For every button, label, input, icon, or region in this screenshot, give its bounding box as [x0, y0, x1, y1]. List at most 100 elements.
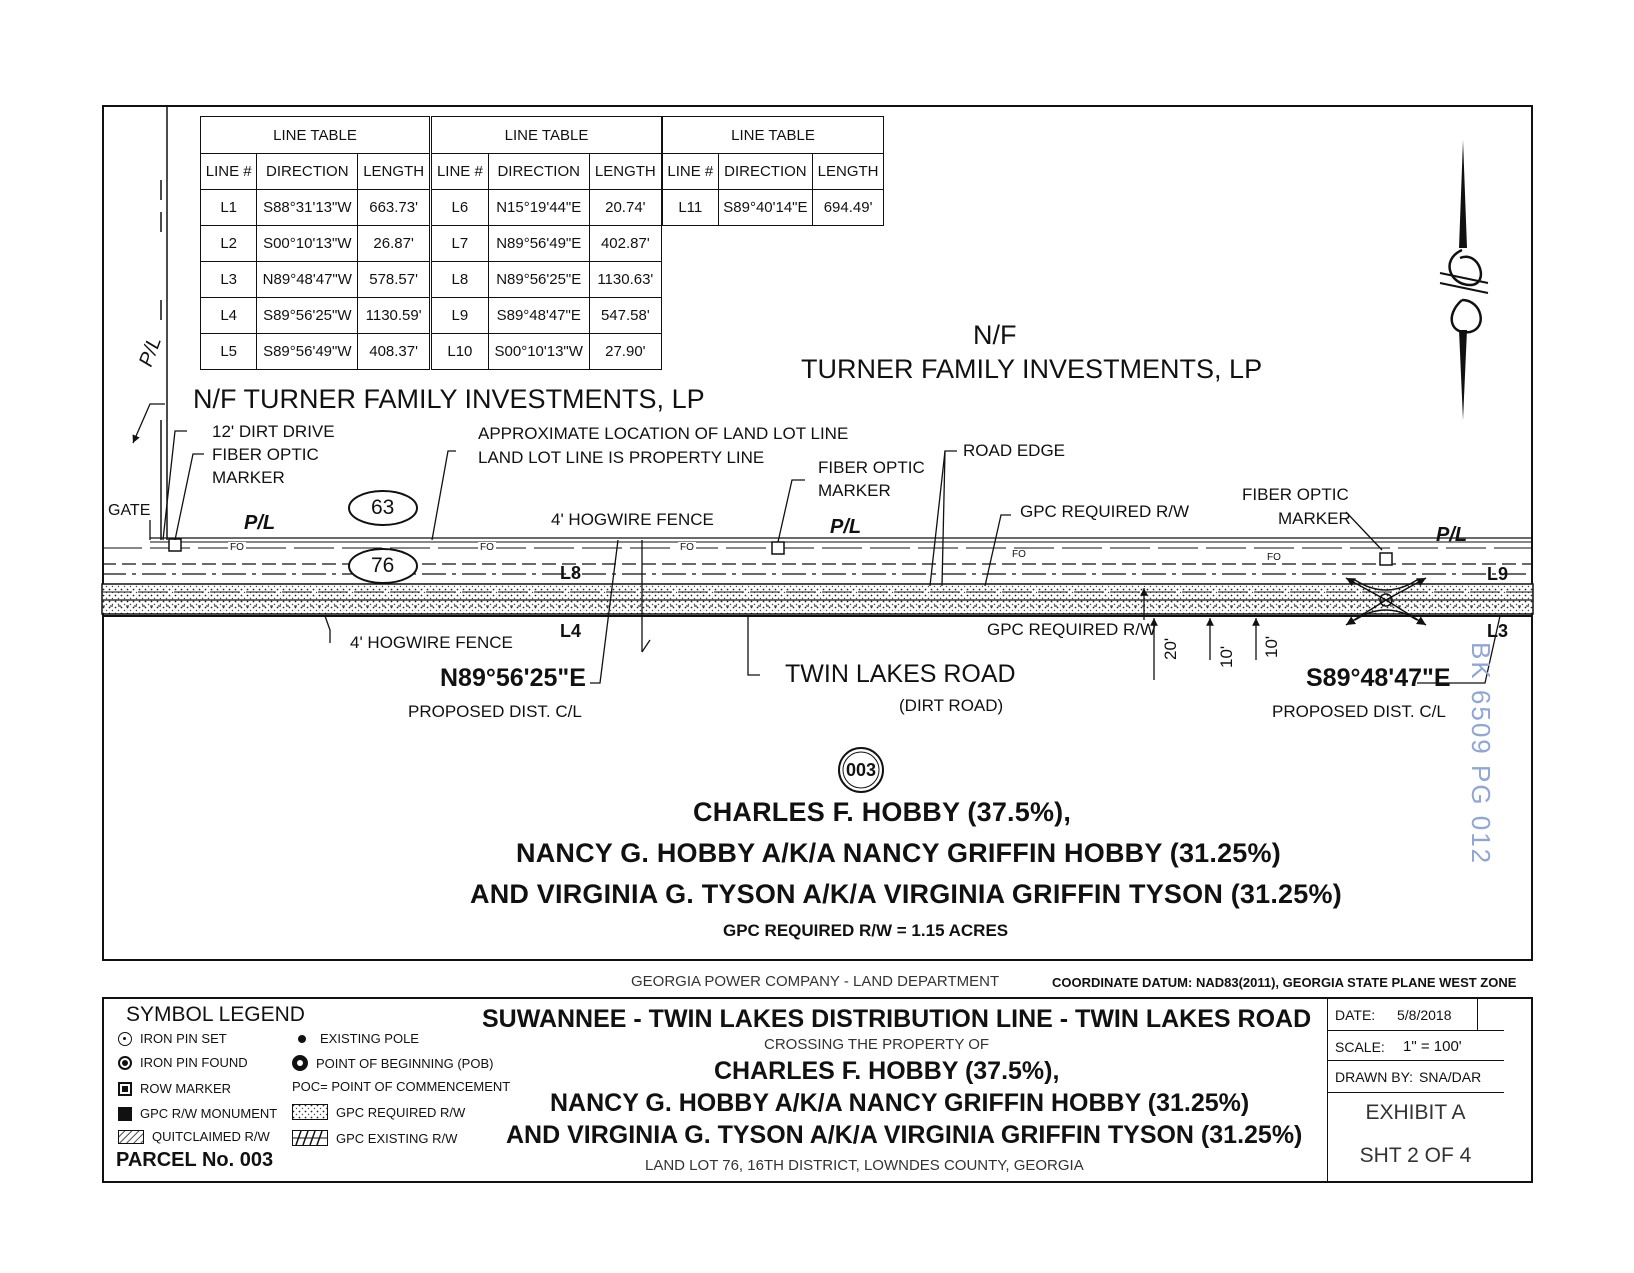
- legend-item: IRON PIN SET: [118, 1031, 227, 1046]
- drawn-value: SNA/DAR: [1419, 1069, 1482, 1085]
- legend-item: POINT OF BEGINNING (POB): [292, 1055, 493, 1071]
- scale-row: SCALE: 1" = 100': [1327, 1031, 1504, 1061]
- cell: 1130.63': [588, 261, 663, 298]
- cell: N15°19'44"E: [487, 189, 590, 226]
- legend-item: GPC R/W MONUMENT: [118, 1106, 277, 1121]
- fo-label: FO: [1010, 549, 1028, 560]
- cell: S88°31'13"W: [256, 189, 359, 226]
- cell: 1130.59': [357, 297, 430, 334]
- cell: 694.49': [812, 189, 884, 226]
- fiber-marker-icon: [1379, 552, 1393, 566]
- rw-monument-icon: [118, 1106, 132, 1121]
- line-l8-label: L8: [560, 563, 582, 583]
- cell: L6: [431, 189, 489, 226]
- crossing-label: CROSSING THE PROPERTY OF: [764, 1036, 990, 1053]
- legend-item: POC= POINT OF COMMENCEMENT: [292, 1079, 510, 1094]
- cell: 26.87': [357, 225, 430, 262]
- drawn-row: DRAWN BY: SNA/DAR: [1327, 1061, 1504, 1093]
- road-name: TWIN LAKES ROAD: [785, 660, 1016, 688]
- recording-stamp: BK 6509 PG 012: [1466, 642, 1496, 866]
- legend-label: POINT OF BEGINNING (POB): [316, 1055, 494, 1071]
- legend-label: GPC EXISTING R/W: [336, 1130, 458, 1146]
- road-type: (DIRT ROAD): [899, 696, 1004, 715]
- gpc-rw-label-bottom: GPC REQUIRED R/W: [987, 620, 1157, 639]
- divider: [1327, 999, 1328, 1181]
- cell: S00°10'13"W: [487, 333, 590, 370]
- legend-item: GPC EXISTING R/W: [292, 1130, 457, 1146]
- cell: L2: [199, 225, 258, 262]
- fo-label: FO: [228, 542, 246, 553]
- parcel-label: PARCEL No. 003: [116, 1149, 274, 1171]
- row-marker-icon: [118, 1081, 132, 1096]
- legend-label: QUITCLAIMED R/W: [152, 1129, 270, 1144]
- road-edge-label: ROAD EDGE: [963, 441, 1066, 460]
- line-table-title: LINE TABLE: [662, 116, 884, 154]
- cell: 27.90': [588, 333, 663, 370]
- date-label: DATE:: [1335, 1007, 1376, 1023]
- cell: 663.73': [357, 189, 430, 226]
- parcel-circle: [838, 747, 884, 793]
- cell: S89°56'25"W: [256, 297, 359, 334]
- cell: 578.57': [357, 261, 430, 298]
- tb-owner-1: CHARLES F. HOBBY (37.5%),: [714, 1057, 1060, 1085]
- hogwire-fence-top: [150, 537, 1533, 543]
- line-l4-label: L4: [560, 621, 582, 641]
- legend-label: IRON PIN FOUND: [140, 1055, 248, 1070]
- legend-item: IRON PIN FOUND: [118, 1055, 248, 1070]
- cell: 402.87': [588, 225, 663, 262]
- pl-mark: P/L: [244, 512, 276, 534]
- col-header: DIRECTION: [487, 153, 590, 190]
- gpc-existing-rw-icon: [292, 1130, 328, 1146]
- bearing-left: N89°56'25"E: [440, 664, 586, 692]
- owner-line-3: AND VIRGINIA G. TYSON A/K/A VIRGINIA GRI…: [470, 879, 1342, 909]
- info-column: DATE: 5/8/2018 SCALE: 1" = 100' DRAWN BY…: [1327, 999, 1504, 1181]
- cell: L10: [431, 333, 489, 370]
- proposed-cl-left: PROPOSED DIST. C/L: [408, 702, 582, 721]
- pl-mark: P/L: [830, 516, 862, 538]
- dim-20-label: 20': [1161, 637, 1180, 660]
- coordinate-datum: COORDINATE DATUM: NAD83(2011), GEORGIA S…: [1052, 975, 1517, 990]
- gpc-required-rw-icon: [292, 1104, 328, 1120]
- iron-pin-found-icon: [118, 1055, 132, 1070]
- cell: 20.74': [588, 189, 663, 226]
- cell: S89°48'47"E: [487, 297, 590, 334]
- cell: L3: [199, 261, 258, 298]
- owner-line-1: CHARLES F. HOBBY (37.5%),: [693, 797, 1072, 827]
- fo-label: FO: [478, 542, 496, 553]
- title-block: SYMBOL LEGEND IRON PIN SET IRON PIN FOUN…: [102, 997, 1533, 1183]
- line-l9-label: L9: [1487, 564, 1509, 584]
- gate-label: GATE: [108, 502, 151, 519]
- date-value: 5/8/2018: [1397, 1007, 1452, 1023]
- land-lot-note: APPROXIMATE LOCATION OF LAND LOT LINE: [478, 424, 849, 443]
- company-label: GEORGIA POWER COMPANY - LAND DEPARTMENT: [631, 973, 1000, 990]
- cell: L8: [431, 261, 489, 298]
- legend-item: QUITCLAIMED R/W: [118, 1129, 270, 1144]
- owner-north-name: TURNER FAMILY INVESTMENTS, LP: [801, 354, 1263, 384]
- proposed-pole-icon: [1345, 577, 1427, 626]
- hogwire-label-bottom: 4' HOGWIRE FENCE: [350, 633, 513, 652]
- cell: L11: [662, 189, 719, 226]
- cell: L7: [431, 225, 489, 262]
- tb-owner-3: AND VIRGINIA G. TYSON A/K/A VIRGINIA GRI…: [506, 1121, 1303, 1149]
- point-of-beginning-icon: [292, 1055, 308, 1071]
- legend-item: EXISTING POLE: [292, 1031, 419, 1046]
- fiber-marker-label: MARKER: [212, 468, 285, 487]
- parcel-number: 003: [846, 760, 877, 780]
- north-arrow-icon: [1439, 140, 1489, 420]
- cell: S89°40'14"E: [717, 189, 814, 226]
- hogwire-label-top: 4' HOGWIRE FENCE: [551, 510, 714, 529]
- cell: L9: [431, 297, 489, 334]
- pl-mark: P/L: [1436, 524, 1468, 546]
- col-header: LINE #: [662, 153, 719, 190]
- dim-10-label: 10': [1262, 635, 1281, 658]
- exhibit-label: EXHIBIT A: [1365, 1101, 1466, 1124]
